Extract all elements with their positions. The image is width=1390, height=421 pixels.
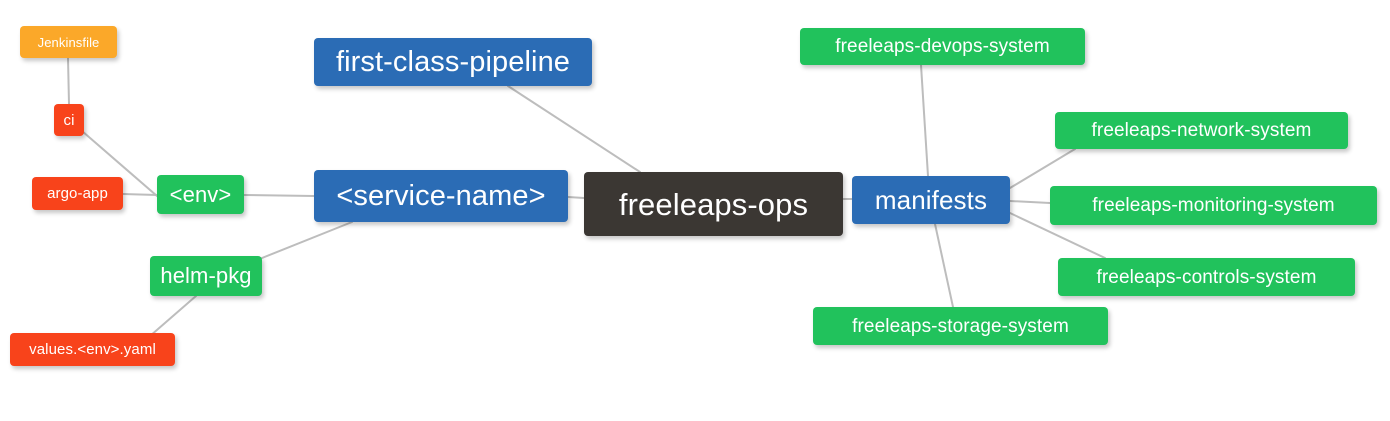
edge-service-name-to-freeleaps-ops bbox=[567, 196, 585, 199]
node-ci[interactable]: ci bbox=[54, 104, 84, 136]
node-service-name[interactable]: <service-name> bbox=[314, 170, 568, 222]
edge-manifests-to-freeleaps-monitoring-system bbox=[1009, 200, 1051, 204]
node-freeleaps-monitoring-system[interactable]: freeleaps-monitoring-system bbox=[1050, 186, 1377, 225]
node-freeleaps-storage-system[interactable]: freeleaps-storage-system bbox=[813, 307, 1108, 345]
node-values-yaml[interactable]: values.<env>.yaml bbox=[10, 333, 175, 366]
node-freeleaps-ops[interactable]: freeleaps-ops bbox=[584, 172, 843, 236]
node-manifests[interactable]: manifests bbox=[852, 176, 1010, 224]
node-env[interactable]: <env> bbox=[157, 175, 244, 214]
edge-manifests-to-freeleaps-network-system bbox=[1009, 148, 1076, 189]
edge-values-yaml-to-helm-pkg bbox=[149, 295, 197, 337]
node-freeleaps-network-system[interactable]: freeleaps-network-system bbox=[1055, 112, 1348, 149]
edge-manifests-to-freeleaps-storage-system bbox=[934, 223, 954, 308]
node-helm-pkg[interactable]: helm-pkg bbox=[150, 256, 262, 296]
edge-env-to-service-name bbox=[243, 194, 315, 197]
edge-argo-app-to-env bbox=[122, 193, 158, 196]
edge-jenkinsfile-to-ci bbox=[67, 57, 70, 105]
node-first-class-pipeline[interactable]: first-class-pipeline bbox=[314, 38, 592, 86]
edge-first-class-pipeline-to-freeleaps-ops bbox=[507, 85, 641, 173]
node-jenkinsfile[interactable]: Jenkinsfile bbox=[20, 26, 117, 58]
edge-helm-pkg-to-service-name bbox=[261, 221, 353, 259]
node-freeleaps-devops-system[interactable]: freeleaps-devops-system bbox=[800, 28, 1085, 65]
edge-manifests-to-freeleaps-devops-system bbox=[920, 64, 929, 177]
node-freeleaps-controls-system[interactable]: freeleaps-controls-system bbox=[1058, 258, 1355, 296]
node-argo-app[interactable]: argo-app bbox=[32, 177, 123, 210]
